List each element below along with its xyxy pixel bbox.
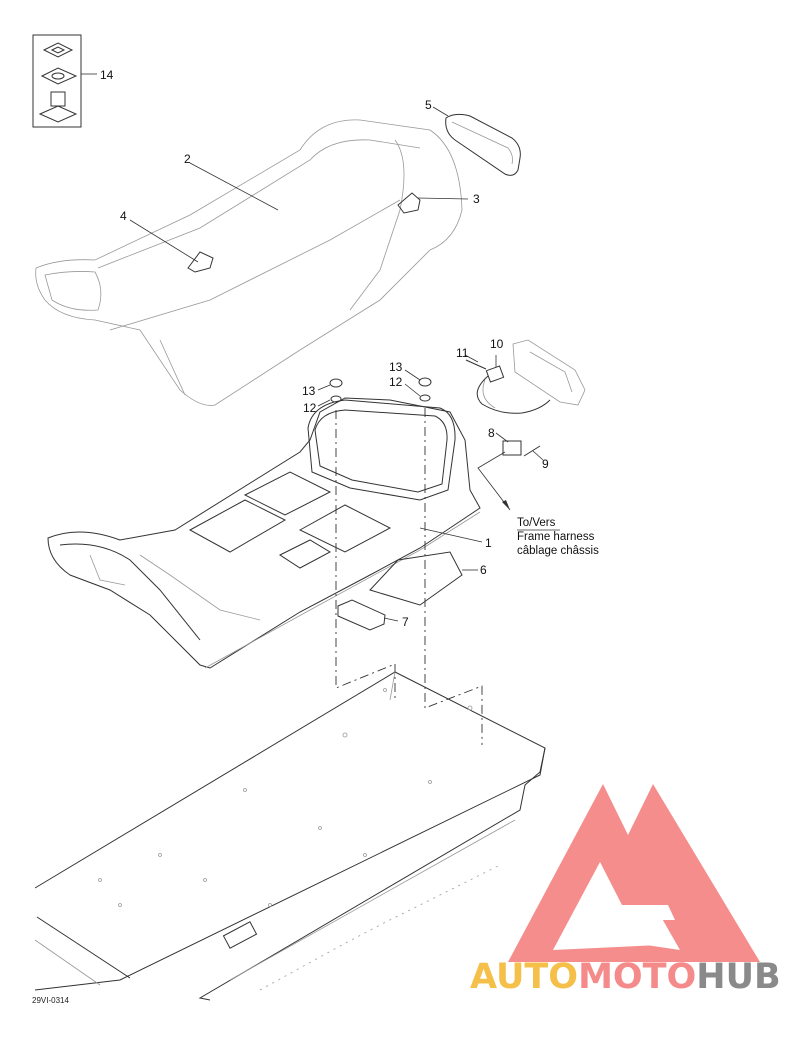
callout-10: 10 bbox=[490, 337, 504, 351]
callout-12-right: 12 bbox=[389, 375, 403, 389]
chassis-tunnel bbox=[34, 671, 546, 1001]
assembly-center-lines bbox=[335, 408, 483, 745]
part-4-decal bbox=[129, 219, 214, 273]
callout-6: 6 bbox=[480, 563, 487, 577]
watermark-text: AUTOMOTOHUB bbox=[470, 957, 781, 997]
part-2-seat bbox=[35, 119, 463, 406]
callout-11: 11 bbox=[456, 346, 469, 360]
part-3-decal bbox=[397, 192, 469, 214]
callout-labels: 1 2 3 4 5 6 7 8 9 10 11 12 13 12 13 14 bbox=[100, 68, 549, 629]
callout-5: 5 bbox=[425, 98, 432, 112]
wiring-harness bbox=[476, 375, 551, 511]
harness-note-line1: To/Vers bbox=[517, 517, 556, 529]
part-12-13-hardware-right bbox=[404, 369, 432, 402]
part-10-taillight bbox=[485, 339, 586, 406]
harness-note-line3: câblage châssis bbox=[517, 545, 599, 557]
part-8-connector bbox=[495, 432, 522, 456]
part-7-block bbox=[337, 599, 399, 631]
callout-14: 14 bbox=[100, 68, 114, 82]
callout-13-left: 13 bbox=[302, 384, 316, 398]
part-14-fastener-kit bbox=[32, 34, 97, 128]
watermark-hub: HUB bbox=[696, 957, 780, 997]
harness-note: To/Vers Frame harness câblage châssis bbox=[517, 517, 599, 557]
callout-9: 9 bbox=[542, 457, 549, 471]
callout-13-right: 13 bbox=[389, 360, 403, 374]
harness-note-line2: Frame harness bbox=[517, 531, 595, 543]
callout-7: 7 bbox=[402, 615, 409, 629]
part-6-panel bbox=[369, 551, 478, 606]
watermark-moto: MOTO bbox=[578, 957, 696, 997]
callout-4: 4 bbox=[120, 209, 127, 223]
callout-8: 8 bbox=[488, 426, 495, 440]
callout-3: 3 bbox=[473, 192, 480, 206]
part-9-fastener bbox=[523, 445, 544, 461]
part-5-pad bbox=[432, 106, 521, 176]
callout-12-left: 12 bbox=[303, 401, 317, 415]
watermark-triangle-icon bbox=[508, 784, 760, 962]
drawing-code: 29VI-0314 bbox=[32, 996, 69, 1005]
part-11-screw bbox=[464, 354, 487, 370]
callout-1: 1 bbox=[485, 536, 492, 550]
watermark-auto: AUTO bbox=[470, 957, 578, 997]
callout-2: 2 bbox=[184, 152, 191, 166]
part-1-seat-base bbox=[47, 397, 483, 669]
watermark-logo: AUTOMOTOHUB bbox=[470, 784, 781, 997]
